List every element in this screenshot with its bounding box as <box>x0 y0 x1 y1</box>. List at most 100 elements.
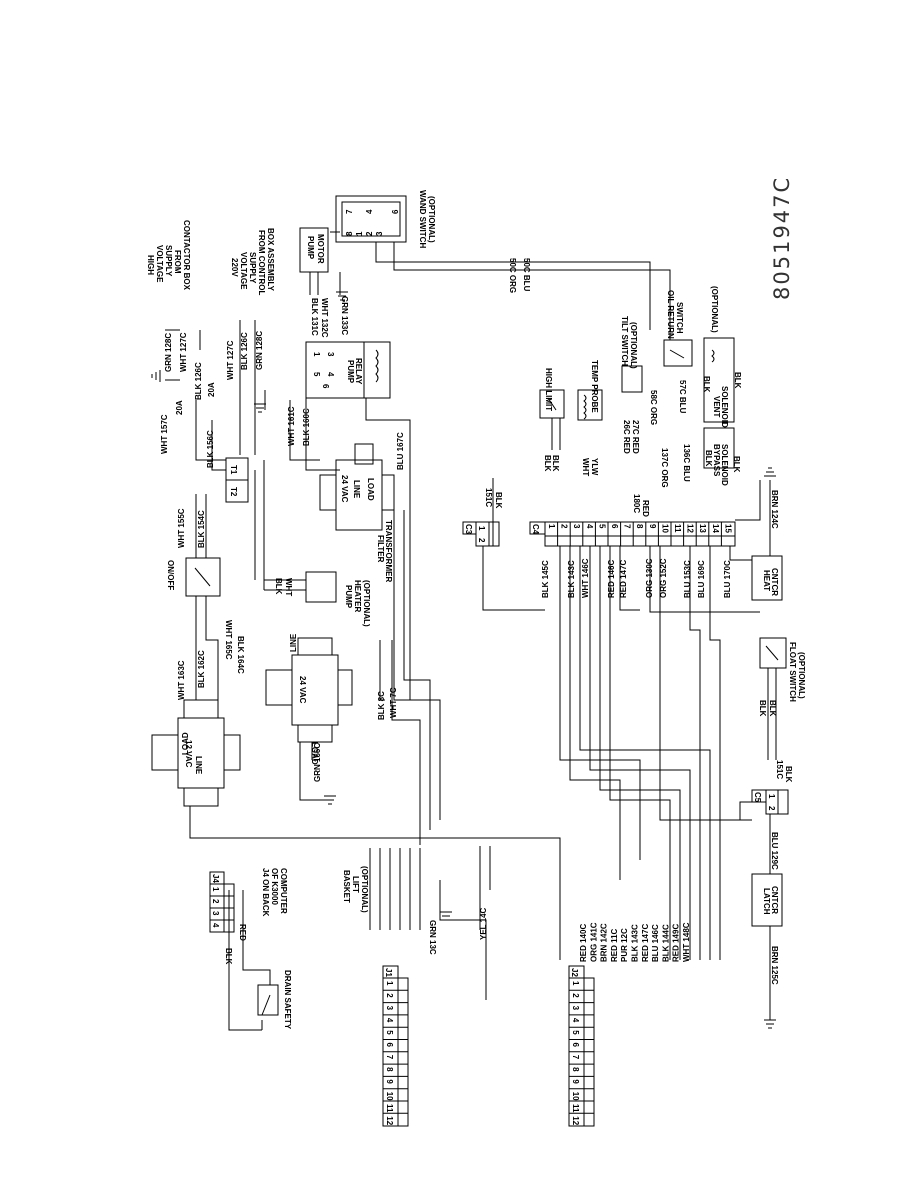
svg-text:LATCH: LATCH <box>762 888 771 915</box>
svg-text:137C ORG: 137C ORG <box>660 448 669 488</box>
svg-text:24 VAC: 24 VAC <box>340 475 349 503</box>
svg-text:PUMP: PUMP <box>346 360 355 384</box>
pin-number: 6 <box>385 1043 394 1048</box>
svg-text:WHT 127C: WHT 127C <box>226 340 235 380</box>
svg-text:HIGH: HIGH <box>146 255 155 275</box>
svg-text:HEAT: HEAT <box>762 570 771 591</box>
j2-wire-label: RED 149C <box>672 924 681 962</box>
svg-text:WHT 165C: WHT 165C <box>224 620 233 660</box>
pin-number: 14 <box>711 524 720 533</box>
svg-text:CNTCR: CNTCR <box>770 886 779 914</box>
svg-text:BLK 160C: BLK 160C <box>302 408 311 446</box>
latch-contactor: LATCH CNTCR BLU 129C BRN 125C <box>751 814 783 1020</box>
pin-number: 15 <box>723 524 732 533</box>
svg-text:(OPTIONAL): (OPTIONAL) <box>362 580 371 627</box>
svg-text:WHT: WHT <box>284 578 293 596</box>
svg-text:J1: J1 <box>384 968 393 977</box>
j2-wire-label: ORG 141C <box>589 922 598 962</box>
pin-number: 3 <box>571 1006 580 1011</box>
svg-text:WHT 127C: WHT 127C <box>179 332 188 372</box>
pin-number: 12 <box>385 1116 394 1125</box>
pin-number: 5 <box>597 524 606 529</box>
svg-text:SOLENOID: SOLENOID <box>720 444 729 486</box>
vent-solenoid: (OPTIONAL) BLK VENT SOLENOID BLK <box>702 286 742 428</box>
svg-text:WHT 161C: WHT 161C <box>287 406 296 446</box>
svg-text:24 VAC: 24 VAC <box>298 676 307 704</box>
wire-labels: WHT 157C 20A BLK 156C GRN 128C WHT 127C … <box>160 258 691 955</box>
svg-text:LINE: LINE <box>289 633 298 652</box>
pin-number: 7 <box>623 524 632 529</box>
pin-number: 6 <box>610 524 619 529</box>
supply-notes: HIGH VOLTAGE SUPPLY FROM CONTACTOR BOX 2… <box>146 220 369 913</box>
svg-text:BLK 131C: BLK 131C <box>310 298 319 336</box>
pin-number: 4 <box>571 1018 580 1023</box>
bypass-solenoid: BLK BYPASS SOLENOID BLK <box>703 427 741 486</box>
j2-wire-label: PUR 12C <box>620 928 629 962</box>
svg-text:136C BLU: 136C BLU <box>682 444 691 482</box>
svg-text:BLK 8C: BLK 8C <box>377 691 386 720</box>
svg-text:LOAD: LOAD <box>366 478 375 501</box>
c4-wire-label: WHT 146C <box>581 558 590 598</box>
svg-text:12 VAC: 12 VAC <box>184 740 193 768</box>
svg-text:DRAIN SAFETY: DRAIN SAFETY <box>283 970 292 1030</box>
pin-number: 2 <box>571 993 580 998</box>
svg-text:BRN 125C: BRN 125C <box>770 946 779 985</box>
svg-text:1: 1 <box>767 794 776 799</box>
svg-text:4: 4 <box>326 372 335 377</box>
svg-text:GRN 166C: GRN 166C <box>313 743 322 782</box>
pin-number: 3 <box>572 524 581 529</box>
j2-wire-label: BLU 146C <box>651 924 660 962</box>
j2-wire-label: BLK 144C <box>661 924 670 962</box>
pin-number: 3 <box>211 911 220 916</box>
transformer-12vac: 12 VAC LINE LOAD <box>151 699 241 807</box>
wiring-lines <box>165 231 761 1000</box>
svg-text:FROM CONTROL: FROM CONTROL <box>257 230 266 295</box>
svg-text:TILT SWITCH: TILT SWITCH <box>620 316 629 366</box>
svg-text:GRN 128C: GRN 128C <box>255 331 264 370</box>
svg-text:WHT 163C: WHT 163C <box>177 660 186 700</box>
pin-number: 1 <box>571 981 580 986</box>
svg-text:FILTER: FILTER <box>376 535 385 563</box>
svg-text:7: 7 <box>345 209 354 214</box>
svg-text:1: 1 <box>355 231 364 236</box>
terminal-t1-t2: T1 T2 <box>225 457 249 503</box>
svg-text:RED: RED <box>238 924 247 941</box>
svg-text:CONTACTOR BOX: CONTACTOR BOX <box>182 220 191 291</box>
svg-text:J2: J2 <box>570 968 579 977</box>
pin-number: 8 <box>385 1067 394 1072</box>
svg-text:BLK: BLK <box>732 456 741 473</box>
svg-text:C4: C4 <box>531 524 540 535</box>
svg-text:4: 4 <box>365 209 374 214</box>
pin-number: 7 <box>571 1055 580 1060</box>
svg-text:20A: 20A <box>207 382 216 397</box>
pin-number: 4 <box>211 923 220 928</box>
svg-text:BLK: BLK <box>758 700 767 717</box>
svg-text:COMPUTER: COMPUTER <box>279 868 288 914</box>
svg-text:WHT 7C: WHT 7C <box>389 687 398 718</box>
svg-text:8: 8 <box>345 231 354 236</box>
svg-text:LIFT: LIFT <box>351 876 360 893</box>
svg-text:YEL 14C: YEL 14C <box>479 907 488 940</box>
svg-text:3: 3 <box>326 352 335 357</box>
svg-text:27C RED: 27C RED <box>631 420 640 454</box>
svg-text:58C ORG: 58C ORG <box>649 390 658 425</box>
svg-text:BLK: BLK <box>702 376 711 393</box>
c4-wire-label: BLU 170C <box>723 560 732 598</box>
svg-text:GRN 133C: GRN 133C <box>340 296 349 335</box>
pin-number: 5 <box>571 1030 580 1035</box>
svg-text:FLOAT SWITCH: FLOAT SWITCH <box>788 642 797 702</box>
svg-text:57C BLU: 57C BLU <box>678 380 687 414</box>
pin-number: 8 <box>635 524 644 529</box>
c4-wire-label: ORG 130C <box>645 558 654 598</box>
svg-text:1: 1 <box>477 526 486 531</box>
svg-text:LOAD: LOAD <box>181 732 190 755</box>
svg-text:SUPPLY: SUPPLY <box>248 252 257 284</box>
pin-number: 1 <box>385 981 394 986</box>
ground-symbols <box>151 291 776 1029</box>
svg-text:HEATER: HEATER <box>353 580 362 613</box>
